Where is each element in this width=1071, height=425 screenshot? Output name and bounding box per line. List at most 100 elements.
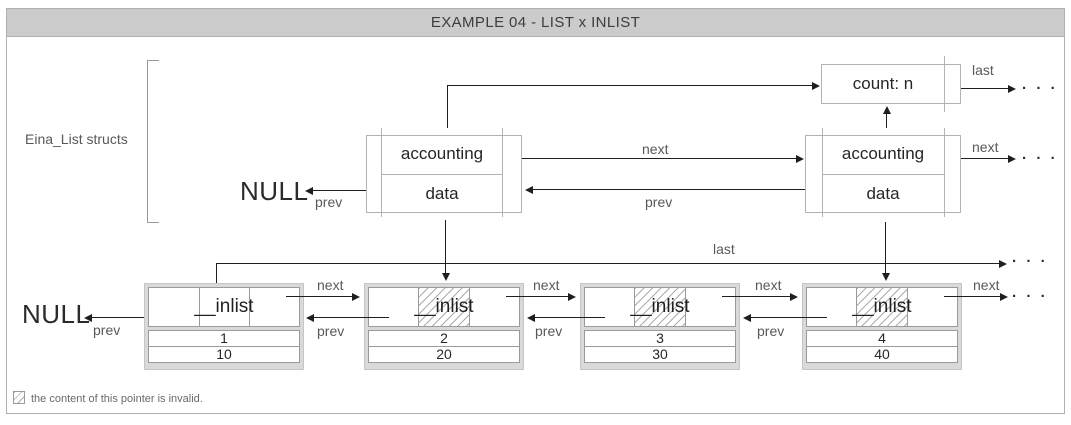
inlist-pointer-cell: __inlist xyxy=(806,287,958,327)
null-label-upper: NULL xyxy=(240,176,309,206)
inlist-node-3: __inlist 3 30 xyxy=(580,283,740,370)
arrowhead-down-icon xyxy=(442,273,450,281)
arrowhead-right-icon xyxy=(812,82,820,90)
node-value: 2 xyxy=(368,330,520,347)
arrow-next-n4-more xyxy=(944,296,1000,297)
cell-divider xyxy=(199,288,200,326)
label-prev: prev xyxy=(645,194,673,210)
arrow-data2-to-node4 xyxy=(885,222,886,273)
arrowhead-right-icon xyxy=(999,260,1007,268)
page-title: EXAMPLE 04 - LIST x INLIST xyxy=(430,14,641,31)
ellipsis: . . . xyxy=(1022,76,1058,93)
cell-divider xyxy=(249,288,250,326)
arrowhead-left-icon xyxy=(305,187,313,195)
inlist-pointer-cell: __inlist xyxy=(584,287,736,327)
label-next: next xyxy=(972,139,999,155)
inlist-label: __inlist xyxy=(414,296,474,317)
arrow-next-right xyxy=(961,158,1008,159)
arrow-data1-to-node2 xyxy=(445,220,446,273)
arrowhead-right-icon xyxy=(790,293,798,301)
node-value: 4 xyxy=(806,330,958,347)
label-prev: prev xyxy=(535,323,563,339)
inlist-pointer-cell: __inlist xyxy=(368,287,520,327)
inlist-label: __inlist xyxy=(852,296,912,317)
arrow-next-n1-n2 xyxy=(286,296,352,297)
arrowhead-right-icon xyxy=(352,293,360,301)
arrow-prev-structs xyxy=(533,189,805,190)
arrow-prev-n4-n3 xyxy=(751,317,827,318)
label-next: next xyxy=(973,277,1000,293)
label-last: last xyxy=(972,62,994,78)
field-data-2: data xyxy=(866,184,900,203)
label-prev: prev xyxy=(315,194,343,210)
arrowhead-right-icon xyxy=(1000,293,1008,301)
arrow-accounting2-to-count xyxy=(886,114,887,128)
arrow-next-n2-n3 xyxy=(506,296,568,297)
arrow-inlist-last-v xyxy=(216,263,217,291)
label-prev: prev xyxy=(93,322,121,338)
inlist-node-4: __inlist 4 40 xyxy=(802,283,962,370)
arrowhead-right-icon xyxy=(568,293,576,301)
arrow-prev-n2-n1 xyxy=(314,317,389,318)
label-next: next xyxy=(533,277,560,293)
arrowhead-left-icon xyxy=(743,314,751,322)
field-accounting-2: accounting xyxy=(841,144,925,163)
arrowhead-left-icon xyxy=(525,186,533,194)
arrow-prev-to-null-upper xyxy=(313,190,366,191)
arrowhead-right-icon xyxy=(1008,85,1016,93)
arrow-inlist-last-h xyxy=(216,263,999,264)
field-accounting-1: accounting xyxy=(400,144,484,163)
label-prev: prev xyxy=(757,323,785,339)
node-value: 40 xyxy=(806,346,958,363)
bracket-line xyxy=(147,60,148,223)
ellipsis: . . . xyxy=(1012,249,1048,266)
arrow-prev-n3-n2 xyxy=(535,317,605,318)
label-last: last xyxy=(713,241,735,257)
arrow-next-n3-n4 xyxy=(722,296,790,297)
arrowhead-right-icon xyxy=(1008,155,1016,163)
ellipsis: . . . xyxy=(1022,146,1058,163)
inlist-label: __inlist xyxy=(194,296,254,317)
invalid-pointer-hatch xyxy=(418,288,470,326)
label-next: next xyxy=(642,141,669,157)
count-label: count: n xyxy=(852,74,914,93)
arrow-accounting-to-count-v xyxy=(447,85,448,128)
arrow-next-structs xyxy=(522,158,796,159)
construction-line xyxy=(822,128,823,217)
arrow-prev-to-null-lower xyxy=(92,317,158,318)
node-value: 3 xyxy=(584,330,736,347)
field-divider xyxy=(823,174,944,175)
node-value: 30 xyxy=(584,346,736,363)
bracket-tick-top xyxy=(147,60,159,61)
field-data-1: data xyxy=(425,184,459,203)
invalid-pointer-legend-swatch xyxy=(13,391,25,404)
label-next: next xyxy=(317,277,344,293)
invalid-pointer-hatch xyxy=(856,288,908,326)
null-label-lower: NULL xyxy=(22,299,91,329)
construction-line xyxy=(944,128,945,217)
arrowhead-down-icon xyxy=(882,273,890,281)
inlist-node-2: __inlist 2 20 xyxy=(364,283,524,370)
invalid-pointer-hatch xyxy=(634,288,686,326)
label-next: next xyxy=(755,277,782,293)
arrowhead-left-icon xyxy=(306,314,314,322)
bracket-label: Eina_List structs xyxy=(25,131,128,147)
arrowhead-left-icon xyxy=(527,314,535,322)
node-value: 1 xyxy=(148,330,300,347)
title-bar: EXAMPLE 04 - LIST x INLIST xyxy=(6,8,1065,37)
label-prev: prev xyxy=(317,323,345,339)
bracket-tick-bottom xyxy=(147,222,159,223)
count-box xyxy=(821,64,961,104)
node-value: 10 xyxy=(148,346,300,363)
field-divider xyxy=(382,174,502,175)
construction-line xyxy=(381,128,382,217)
inlist-node-1: __inlist 1 10 xyxy=(144,283,304,370)
construction-line xyxy=(502,128,503,217)
legend-text: the content of this pointer is invalid. xyxy=(31,393,203,405)
arrowhead-right-icon xyxy=(796,155,804,163)
arrowhead-left-icon xyxy=(84,314,92,322)
ellipsis: . . . xyxy=(1012,284,1048,301)
inlist-label: __inlist xyxy=(630,296,690,317)
construction-line xyxy=(944,56,945,112)
